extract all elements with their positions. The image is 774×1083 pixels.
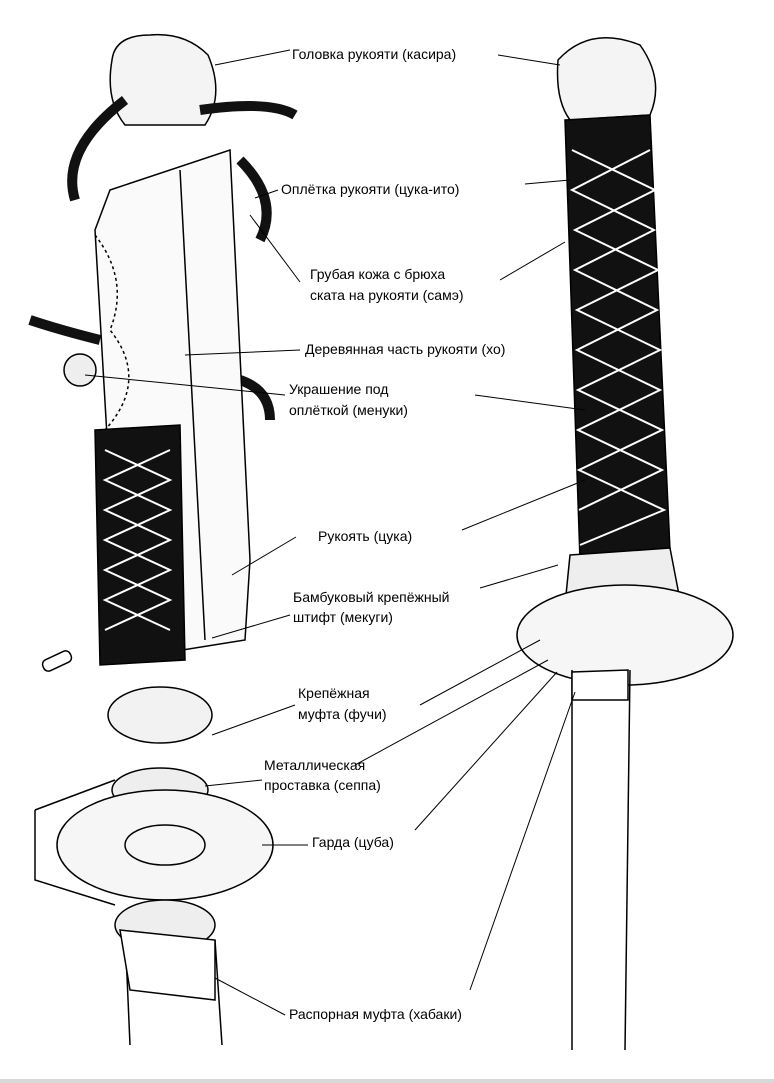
mekugi-pin xyxy=(41,650,73,672)
label-kashira: Головка рукояти (касира) xyxy=(292,46,457,62)
label-menuki-line2: оплёткой (менуки) xyxy=(289,402,408,418)
label-tsuba: Гарда (цуба) xyxy=(312,834,394,850)
assembled-hilt xyxy=(516,37,734,1051)
blade-right xyxy=(571,669,631,1051)
menuki-left xyxy=(63,353,97,387)
label-seppa-line2: проставка (сеппа) xyxy=(264,777,381,793)
label-menuki-line1: Украшение под xyxy=(289,381,389,397)
label-mekugi-line1: Бамбуковый крепёжный xyxy=(293,589,450,605)
tsuba-left xyxy=(56,789,274,901)
exploded-hilt xyxy=(28,33,298,1046)
kashira-left xyxy=(109,33,217,126)
label-fuchi-line2: муфта (фучи) xyxy=(298,706,387,722)
fuchi-left xyxy=(107,686,213,744)
bottom-border xyxy=(0,1079,774,1083)
label-ho: Деревянная часть рукояти (хо) xyxy=(305,341,506,357)
label-tsuka: Рукоять (цука) xyxy=(318,528,413,544)
handle-right xyxy=(564,114,671,561)
label-fuchi-line1: Крепёжная xyxy=(298,685,370,701)
label-same-line2: ската на рукояти (самэ) xyxy=(310,287,464,303)
leader-lines xyxy=(84,49,586,1016)
label-seppa-line1: Металлическая xyxy=(264,757,366,773)
same-skin xyxy=(94,234,130,431)
label-habaki: Распорная муфта (хабаки) xyxy=(289,1006,462,1022)
kashira-right xyxy=(556,37,657,121)
label-tsuka-ito: Оплётка рукояти (цука-ито) xyxy=(281,181,460,197)
loose-wrapping xyxy=(28,96,298,421)
label-mekugi-line2: штифт (мекуги) xyxy=(293,609,393,625)
label-same-line1: Грубая кожа с брюха xyxy=(310,266,446,282)
